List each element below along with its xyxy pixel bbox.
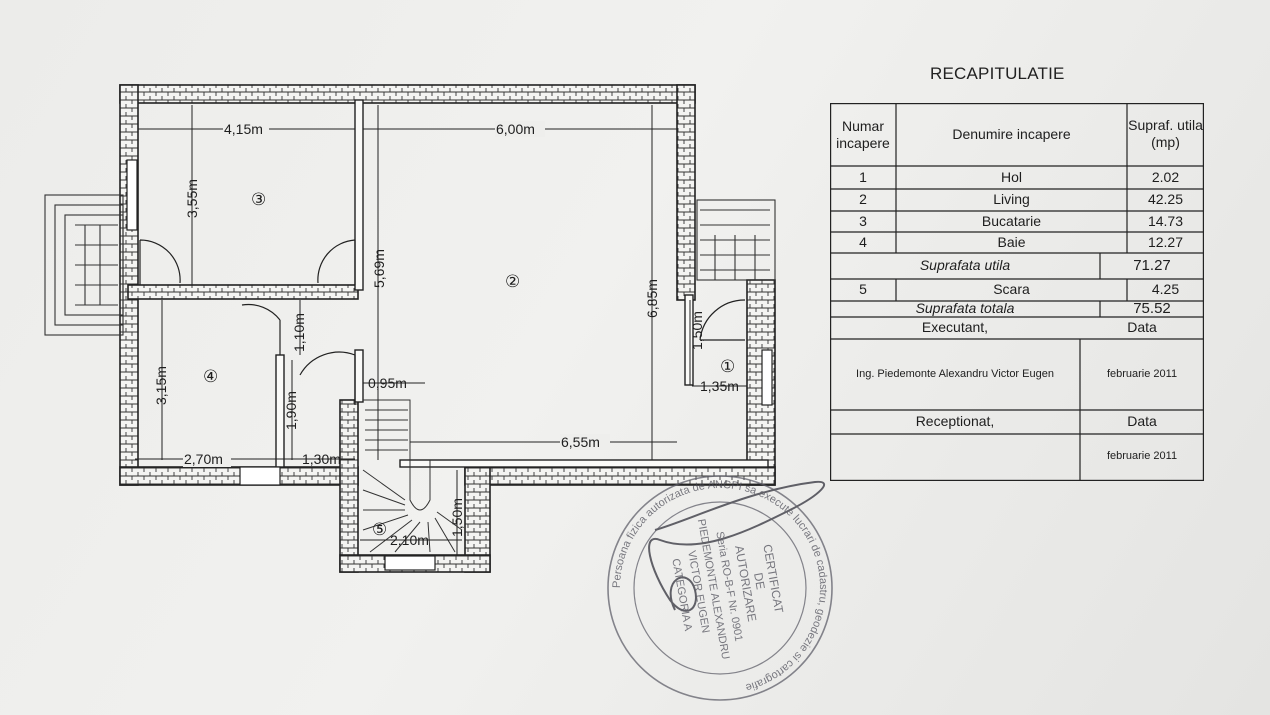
dim-1-90: 1,90m [283,391,299,430]
outer-walls [119,84,776,573]
dim-1-35: 1,35m [700,378,739,394]
windows [126,159,773,571]
row-3-area: 14.73 [1147,212,1184,229]
recap-title: RECAPITULATIE [930,64,1065,83]
receptionat-label: Receptionat, [915,413,995,430]
dim-0-95: 0,95m [368,375,407,391]
row-5-area: 4.25 [1151,281,1180,298]
outside-steps [44,194,776,336]
dim-6-00: 6,00m [496,121,535,137]
dim-2-70: 2,70m [184,451,223,467]
dim-1-50-hall: 1,50m [689,311,705,350]
dim-3-55: 3,55m [184,179,200,218]
receptionat-date: februarie 2011 [1106,450,1178,463]
total-value: 75.52 [1133,299,1171,317]
header-suprafata: Supraf. utila (mp) [1128,116,1203,151]
executant-date: februarie 2011 [1106,367,1178,380]
header-numar: Numar incapere [836,117,890,152]
dim-1-50-stair: 1,50m [449,498,465,537]
total-label: Suprafata totala [915,300,1015,317]
room-number-2: ② [505,272,520,291]
staircase [362,399,463,553]
row-5-name: Scara [993,281,1030,298]
room-number-4: ④ [203,367,218,386]
signature-scribble [648,480,826,612]
row-4-num: 4 [859,233,867,250]
header-denumire: Denumire incapere [952,126,1071,143]
row-1-name: Hol [1000,168,1022,185]
executant-date-label: Data [1127,319,1157,336]
executant-name: Ing. Piedemonte Alexandru Victor Eugen [856,367,1054,380]
recap-table: Numar incapere Denumire incapere Supraf.… [830,103,1204,481]
room-numbers: ③ ② ④ ① ⑤ [203,190,735,539]
receptionat-date-label: Data [1127,413,1157,430]
row-2-name: Living [993,191,1030,208]
room-number-1: ① [720,357,735,376]
row-4-name: Baie [997,233,1026,250]
stamp-line-2: DE [751,572,768,591]
subtotal-label: Suprafata utila [919,257,1011,274]
room-number-5: ⑤ [372,520,387,539]
room-number-3: ③ [251,190,266,209]
dim-2-10: 2,10m [390,532,429,548]
dimension-lines [135,105,747,555]
recap-grid [830,103,1204,481]
row-3-name: Bucatarie [981,212,1042,229]
row-1-area: 2.02 [1151,168,1180,185]
dim-1-10: 1,10m [291,313,307,352]
executant-label: Executant, [921,319,989,336]
dimension-labels: 4,15m 6,00m 3,55m 5,69m 6,85m 1,10m 3,15… [153,121,739,548]
dim-6-85: 6,85m [644,279,660,318]
stamp-ring-text: Persoana fizica autorizata de ANCPI sa e… [611,479,829,694]
row-2-num: 2 [859,191,867,208]
authorization-stamp: Persoana fizica autorizata de ANCPI sa e… [607,475,833,701]
dim-3-15: 3,15m [153,366,169,405]
dim-1-30: 1,30m [302,451,341,467]
subtotal-value: 71.27 [1133,256,1171,274]
row-2-area: 42.25 [1147,191,1184,208]
dim-5-69: 5,69m [371,249,387,288]
dim-6-55: 6,55m [561,434,600,450]
row-4-area: 12.27 [1147,233,1184,250]
doors [139,239,746,405]
row-5-num: 5 [859,281,867,298]
row-1-num: 1 [859,168,867,185]
dim-4-15: 4,15m [224,121,263,137]
row-3-num: 3 [859,212,867,229]
